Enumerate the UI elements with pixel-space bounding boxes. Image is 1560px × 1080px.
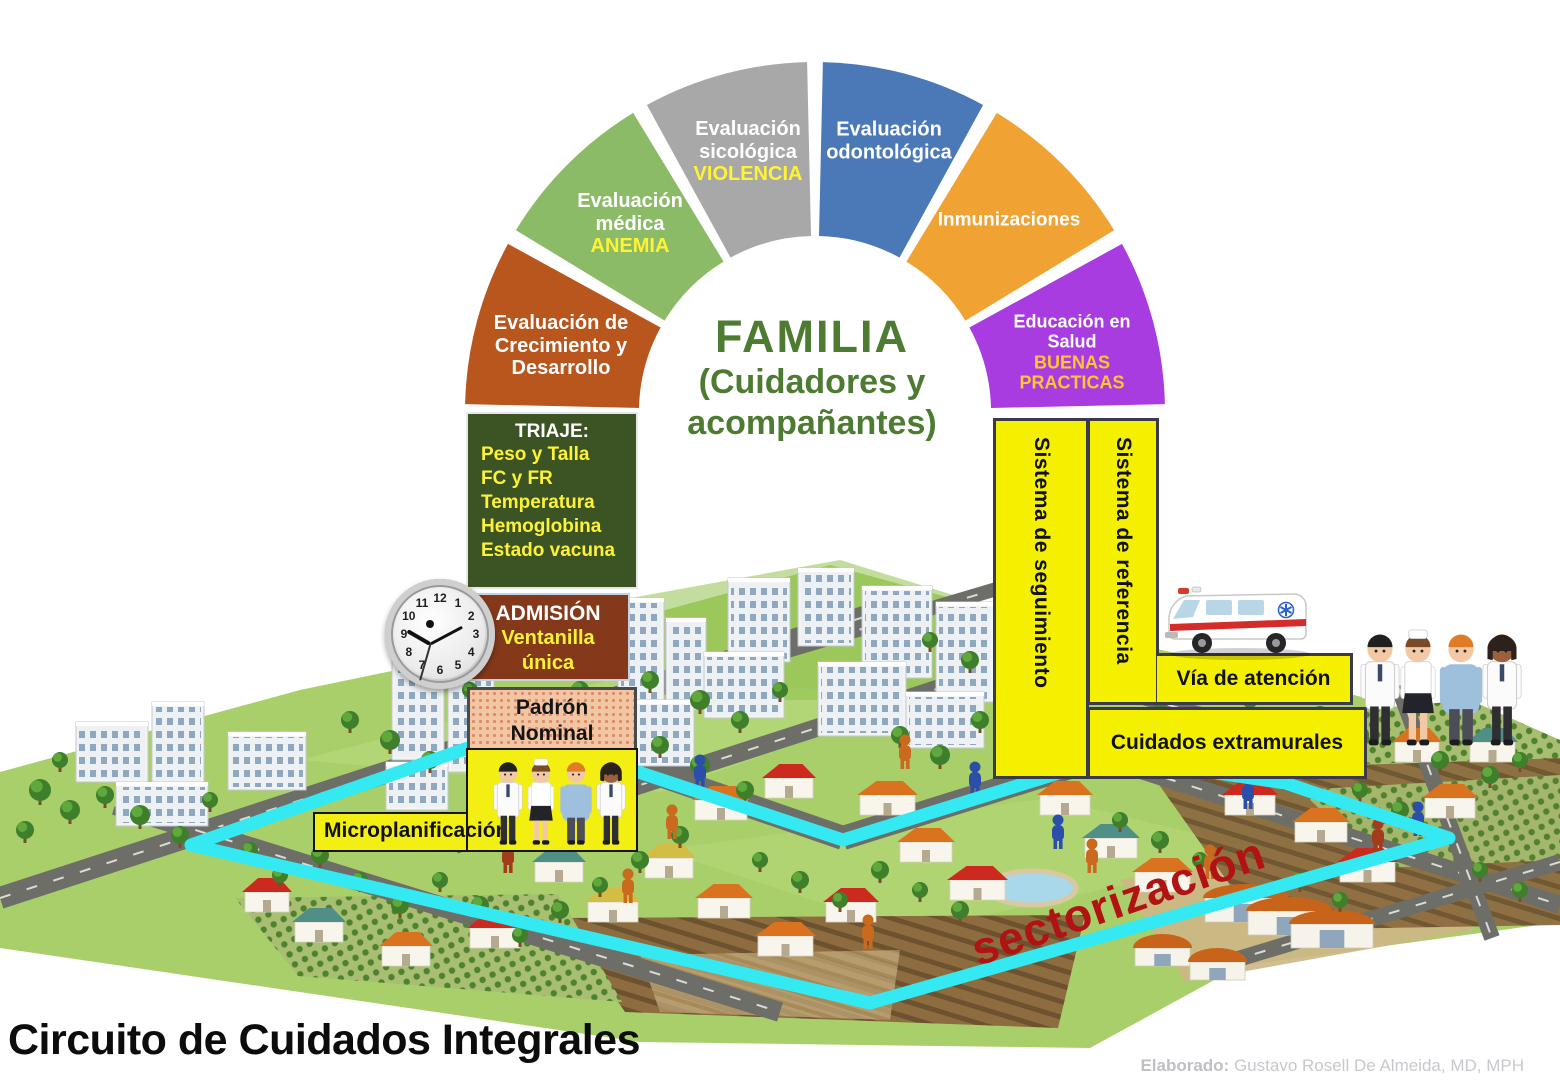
clock-number: 3: [472, 627, 480, 641]
clock-center-dot: [426, 620, 434, 628]
microplanificacion-box-left: [313, 812, 469, 852]
credit-label: Elaborado:: [1140, 1056, 1230, 1075]
arch-label-educacion-salud: Educación en Salud BUENAS PRACTICAS: [977, 311, 1167, 392]
padron-nominal-box: Padrón Nominal: [467, 687, 637, 752]
sistema-seguimiento-bar: Sistema de seguimiento: [993, 418, 1089, 779]
arch-label-highlight: PRACTICAS: [1019, 372, 1125, 393]
familia-subtitle-line2: acompañantes): [687, 403, 937, 442]
clock-number: 5: [454, 658, 462, 673]
via-atencion-label: Vía de atención: [1176, 667, 1331, 690]
page-title: Circuito de Cuidados Integrales: [8, 1016, 641, 1064]
clock-number: 12: [433, 591, 447, 605]
clock-number: 7: [418, 658, 426, 673]
arch-label-highlight: VIOLENCIA: [693, 163, 803, 186]
cuidados-extramurales-label: Cuidados extramurales: [1110, 731, 1344, 754]
health-team-illustration: [493, 758, 626, 845]
sistema-seguimiento-label: Sistema de seguimiento: [1030, 437, 1053, 689]
microplanificacion-label: Microplanificación: [324, 819, 509, 842]
arch-label-line: Evaluación de: [493, 312, 629, 335]
arch-label-line: Evaluación: [695, 118, 801, 141]
health-team-illustration: [1360, 629, 1522, 746]
clock-number: 4: [467, 645, 475, 659]
arch-label-evaluacion-odontologica: Evaluación odontológica: [794, 118, 984, 163]
arch-label-line: odontológica: [826, 141, 952, 163]
houses: [242, 630, 1518, 967]
map-people-silhouettes: [502, 734, 1424, 949]
triaje-item: Hemoglobina: [481, 516, 602, 537]
arch-label-evaluacion-crecimiento: Evaluación de Crecimiento y Desarrollo: [466, 312, 656, 380]
ambulance-icon: [1165, 586, 1310, 660]
clock-number: 9: [400, 627, 408, 641]
clock-number: 11: [415, 595, 429, 610]
familia-center-text: FAMILIA (Cuidadores y acompañantes): [687, 312, 936, 444]
triaje-item: Temperatura: [481, 492, 595, 513]
sistema-referencia-label: Sistema de referencia: [1112, 437, 1135, 665]
credit-text: Gustavo Rosell De Almeida, MD, MPH: [1229, 1056, 1524, 1075]
admision-line: Ventanilla: [501, 627, 595, 649]
arch-label-line: Evaluación: [577, 190, 683, 213]
city-buildings: [75, 567, 995, 827]
arch-label-inmunizaciones: Inmunizaciones: [914, 209, 1104, 230]
familia-title: FAMILIA: [715, 310, 909, 362]
cuidados-extramurales-bar: Cuidados extramurales: [1088, 707, 1367, 779]
arch-label-line: Crecimiento y: [494, 334, 628, 357]
clock-number: 8: [405, 645, 413, 659]
admision-line: única: [521, 652, 575, 674]
arch-label-line: Salud: [1047, 331, 1097, 352]
via-atencion-bar: Vía de atención: [1157, 653, 1353, 705]
arch-label-line: Evaluación: [836, 118, 942, 141]
sistema-referencia-bar: Sistema de referencia: [1088, 418, 1159, 705]
clock-number: 10: [402, 609, 416, 623]
familia-subtitle-line1: (Cuidadores y: [698, 362, 926, 401]
triaje-item: Peso y Talla: [481, 444, 590, 465]
arch-label-line: Inmunizaciones: [937, 209, 1081, 231]
credit-line: Elaborado: Gustavo Rosell De Almeida, MD…: [1140, 1056, 1524, 1076]
arch-label-line: Desarrollo: [511, 357, 611, 380]
clock-number: 1: [454, 595, 462, 610]
arch-label-highlight: ANEMIA: [590, 235, 670, 258]
triaje-box: TRIAJE: Peso y Talla FC y FR Temperatura…: [466, 412, 638, 589]
admision-title: ADMISIÓN: [495, 602, 601, 625]
arch-label-line: médica: [595, 212, 665, 235]
clock-number: 6: [436, 663, 444, 677]
triaje-title: TRIAJE:: [515, 421, 589, 442]
arch-label-line: Educación en: [1013, 311, 1131, 332]
padron-line: Padrón: [515, 696, 589, 719]
padron-line: Nominal: [510, 722, 594, 745]
arch-label-line: sicológica: [699, 140, 797, 163]
arch-label-highlight: BUENAS: [1033, 352, 1110, 372]
triaje-item: Estado vacuna: [481, 540, 616, 561]
triaje-item: FC y FR: [481, 468, 553, 489]
arch-label-evaluacion-medica: Evaluación médica ANEMIA: [535, 190, 725, 258]
clock-number: 2: [467, 609, 475, 623]
